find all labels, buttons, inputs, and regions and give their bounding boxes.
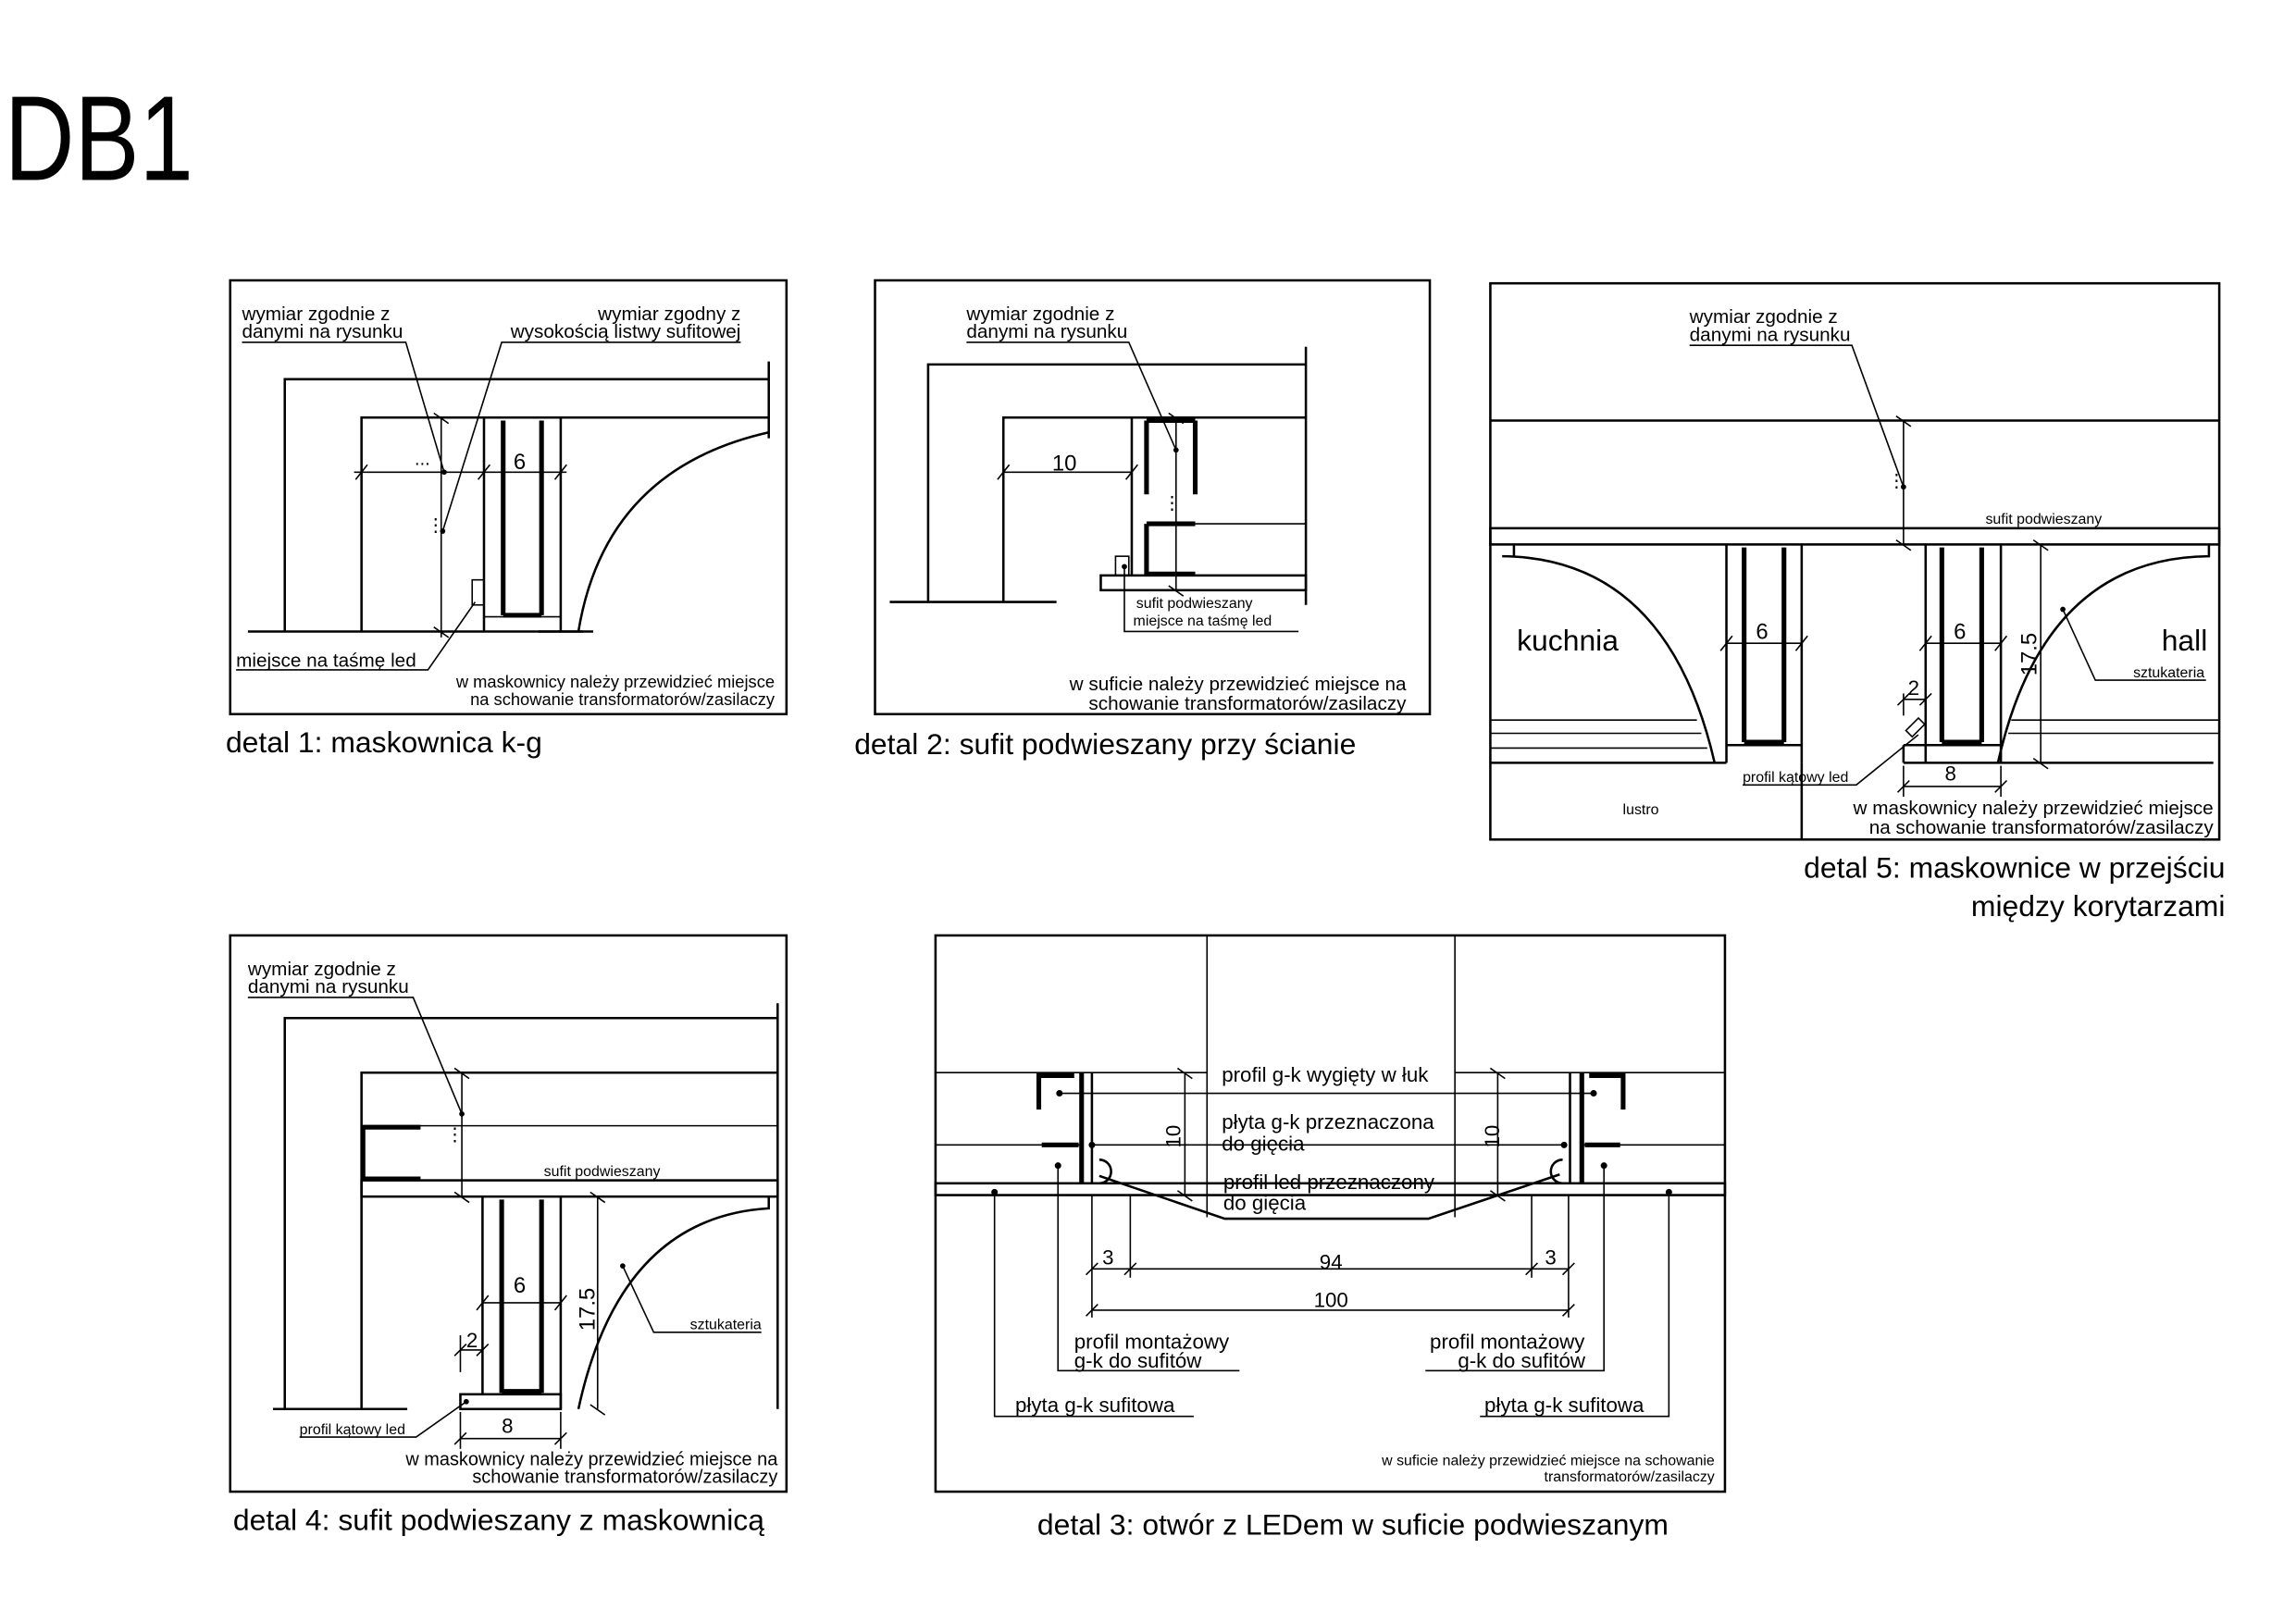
annotation: płyta g-k przeznaczona: [1222, 1110, 1434, 1134]
dim-label: 10: [1481, 1125, 1504, 1148]
annotation: wymiar zgodnie z: [247, 959, 396, 980]
annotation: profil kątowy led: [300, 1422, 405, 1438]
room-label: kuchnia: [1517, 624, 1619, 657]
annotation: wymiar zgodnie z: [965, 304, 1114, 325]
annotation: sufit podwieszany: [544, 1164, 661, 1180]
annotation: sztukateria: [2133, 665, 2204, 681]
note: transformatorów/zasilaczy: [1545, 1469, 1715, 1485]
annotation: profil g-k wygięty w łuk: [1222, 1063, 1429, 1086]
note: schowanie transformatorów/zasilaczy: [472, 1467, 777, 1487]
dim-label: ⋮: [1887, 471, 1905, 491]
detail-3-frame: [934, 934, 1727, 1493]
dim-label: ...: [415, 449, 430, 469]
dim-label: 10: [1052, 452, 1077, 477]
annotation: sufit podwieszany: [1136, 596, 1253, 612]
dim-label: 3: [1545, 1246, 1556, 1270]
note: na schowanie transformatorów/zasilaczy: [470, 689, 776, 709]
annotation: miejsce na taśmę led: [236, 650, 416, 672]
dim-label: ⋮: [427, 515, 445, 536]
detail-1-geometry: [236, 341, 770, 671]
note: w suficie należy przewidzieć miejsce na: [1069, 674, 1407, 695]
dim-label: 3: [1102, 1246, 1113, 1270]
note: w maskownicy należy przewidzieć miejsce …: [404, 1449, 778, 1469]
note: w maskownicy należy przewidzieć miejsce: [455, 672, 775, 691]
annotation: sztukateria: [690, 1318, 762, 1333]
dim-label: 8: [502, 1414, 513, 1437]
detail-caption: detal 1: maskownica k-g: [226, 725, 542, 759]
detail-4: wymiar zgodnie z danymi na rysunku ⋮ suf…: [229, 934, 788, 1537]
dim-label: 2: [1908, 676, 1919, 700]
annotation: danymi na rysunku: [248, 976, 409, 997]
detail-caption: detal 2: sufit podwieszany przy ścianie: [854, 727, 1356, 761]
annotation: profil kątowy led: [1743, 770, 1848, 786]
dim-label: 2: [466, 1329, 478, 1352]
note: w suficie należy przewidzieć miejsce na …: [1381, 1453, 1715, 1468]
detail-5: wymiar zgodnie z danymi na rysunku ⋮ suf…: [1489, 281, 2226, 923]
dim-label: 17.5: [576, 1288, 601, 1332]
sheet-title: DB1: [5, 71, 193, 206]
detail-4-frame: [229, 934, 788, 1493]
room-label: hall: [2162, 624, 2208, 657]
annotation: sufit podwieszany: [1985, 512, 2102, 527]
annotation: miejsce na taśmę led: [1134, 613, 1272, 629]
detail-5-geometry: [1489, 344, 2221, 840]
dim-label: 10: [1162, 1125, 1185, 1148]
detail-5-frame: [1489, 281, 2221, 841]
dim-label: 6: [514, 450, 526, 475]
dim-label: 6: [1756, 619, 1768, 644]
annotation: wymiar zgodny z: [597, 304, 740, 325]
annotation: profil montażowy: [1430, 1330, 1585, 1353]
annotation: płyta g-k sufitowa: [1484, 1394, 1644, 1417]
annotation: g-k do sufitów: [1074, 1349, 1203, 1372]
detail-caption: detal 5: maskownice w przejściu: [1804, 851, 2225, 885]
detail-2: 10 ⋮ wymiar zgodnie z danymi na rysunku …: [854, 279, 1432, 761]
detail-4-geometry: [247, 997, 779, 1449]
annotation: danymi na rysunku: [1690, 324, 1851, 345]
detail-caption: między korytarzami: [1971, 889, 2226, 923]
annotation: wymiar zgodnie z: [241, 304, 390, 325]
annotation: do gięcia: [1223, 1192, 1307, 1215]
detail-caption: detal 4: sufit podwieszany z maskownicą: [233, 1504, 764, 1537]
annotation: profil led przeznaczony: [1223, 1171, 1435, 1194]
annotation: wymiar zgodnie z: [1689, 306, 1838, 328]
annotation: profil montażowy: [1074, 1330, 1230, 1353]
detail-2-frame: [874, 279, 1432, 716]
annotation: lustro: [1623, 802, 1659, 818]
dim-label: ⋮: [446, 1125, 465, 1146]
detail-caption: detal 3: otwór z LEDem w suficie podwies…: [1037, 1507, 1669, 1541]
dim-label: 6: [514, 1273, 526, 1298]
note: schowanie transformatorów/zasilaczy: [1088, 693, 1407, 714]
detail-3-geometry: [934, 935, 1727, 1418]
annotation: do gięcia: [1222, 1133, 1305, 1156]
dim-label: 94: [1320, 1250, 1343, 1273]
annotation: wysokością listwy sufitowej: [510, 321, 741, 342]
dim-label: ⋮: [1162, 493, 1181, 514]
note: w maskownicy należy przewidzieć miejsce: [1853, 798, 2214, 819]
detail-2-geometry: [889, 341, 1308, 633]
note: na schowanie transformatorów/zasilaczy: [1869, 817, 2215, 838]
detail-3: profil g-k wygięty w łuk płyta g-k przez…: [934, 934, 1727, 1541]
annotation: płyta g-k sufitowa: [1015, 1394, 1175, 1417]
annotation: danymi na rysunku: [966, 321, 1127, 342]
annotation: danymi na rysunku: [242, 321, 403, 342]
dim-label: 8: [1945, 762, 1956, 786]
annotation: g-k do sufitów: [1458, 1349, 1586, 1372]
dim-label: 6: [1954, 619, 1966, 644]
dim-label: 17.5: [2017, 633, 2042, 676]
dim-label: 100: [1314, 1289, 1348, 1312]
detail-1: 6 ... ⋮ wymiar zgodnie z danymi na rysun…: [226, 279, 788, 759]
detail-1-frame: [229, 279, 788, 716]
